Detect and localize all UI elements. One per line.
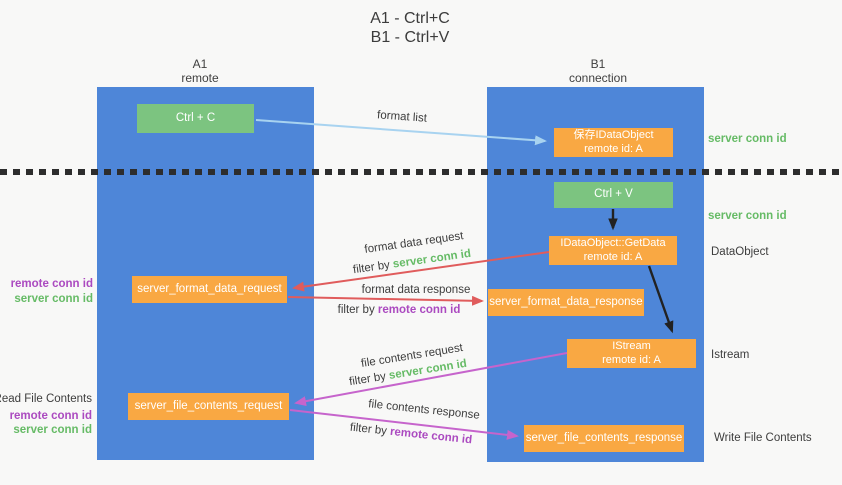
title-line-1: A1 - Ctrl+C <box>370 10 450 27</box>
node-server-file-contents-response-label: server_file_contents_response <box>525 431 683 444</box>
label-server-conn-id-left-2: server conn id <box>13 424 92 436</box>
label-format-list: format list <box>377 109 428 124</box>
label-format-data-response: format data response <box>362 284 471 296</box>
node-save-idataobject: 保存IDataObject remote id: A <box>554 128 673 157</box>
column-a-header: A1 remote <box>181 57 218 85</box>
node-ctrl-c-label: Ctrl + C <box>175 111 216 124</box>
dashed-divider <box>0 169 842 175</box>
filter-by-text: filter by <box>352 259 391 277</box>
node-idataobject-getdata-line1: IDataObject::GetData <box>560 237 666 249</box>
node-server-format-data-request-label: server_format_data_request <box>137 282 282 295</box>
label-dataobject: DataObject <box>711 246 769 258</box>
node-save-idataobject-line1: 保存IDataObject <box>573 129 654 141</box>
node-idataobject-getdata-line2: remote id: A <box>583 250 643 263</box>
node-istream-line2: remote id: A <box>602 353 661 366</box>
label-file-contents-response-text: file contents response <box>367 398 481 422</box>
column-b-name: B1 <box>590 57 606 71</box>
label-istream: Istream <box>711 349 750 361</box>
label-server-conn-id-left-1: server conn id <box>14 293 93 305</box>
node-ctrl-v: Ctrl + V <box>554 182 673 208</box>
node-server-file-contents-response: server_file_contents_response <box>524 425 684 452</box>
node-ctrl-c: Ctrl + C <box>137 104 254 133</box>
label-read-file-contents: Read File Contents <box>0 393 92 405</box>
remote-conn-id-text: remote conn id <box>389 425 473 447</box>
column-b-subtitle: connection <box>568 71 628 85</box>
column-b-header: B1 connection <box>569 57 627 85</box>
label-remote-conn-id-left-1: remote conn id <box>10 278 93 290</box>
node-server-format-data-response: server_format_data_response <box>488 289 644 316</box>
filter-by-text: filter by <box>337 304 375 316</box>
node-save-idataobject-line2: remote id: A <box>584 142 643 155</box>
label-filter-by-remote-conn-id-2: filter by remote conn id <box>349 422 472 447</box>
filter-by-text: filter by <box>348 370 387 389</box>
label-server-conn-id-right-mid: server conn id <box>708 210 787 222</box>
diagram-title: A1 - Ctrl+C B1 - Ctrl+V <box>370 9 450 47</box>
node-server-file-contents-request-label: server_file_contents_request <box>134 399 283 412</box>
column-a-name: A1 <box>192 57 208 71</box>
server-conn-id-text: server conn id <box>392 247 472 271</box>
label-filter-by-remote-conn-id-1: filter by remote conn id <box>338 304 461 316</box>
label-format-data-response-text: format data response <box>361 284 471 296</box>
node-idataobject-getdata: IDataObject::GetData remote id: A <box>549 236 677 265</box>
column-a-subtitle: remote <box>181 71 219 85</box>
arrow-format-data-response <box>287 295 484 306</box>
label-server-conn-id-right-top: server conn id <box>708 133 787 145</box>
filter-by-text: filter by <box>349 421 388 438</box>
node-server-file-contents-request: server_file_contents_request <box>128 393 289 420</box>
label-format-list-text: format list <box>376 109 428 125</box>
title-line-2: B1 - Ctrl+V <box>370 29 450 46</box>
node-server-format-data-response-label: server_format_data_response <box>489 295 643 308</box>
node-server-format-data-request: server_format_data_request <box>132 276 287 303</box>
node-ctrl-v-label: Ctrl + V <box>594 188 633 201</box>
node-istream-line1: IStream <box>612 340 651 352</box>
node-istream: IStream remote id: A <box>567 339 696 368</box>
label-file-contents-response: file contents response <box>368 398 481 422</box>
remote-conn-id-text: remote conn id <box>377 304 461 316</box>
label-remote-conn-id-left-2: remote conn id <box>9 410 92 422</box>
label-write-file-contents: Write File Contents <box>714 432 812 444</box>
